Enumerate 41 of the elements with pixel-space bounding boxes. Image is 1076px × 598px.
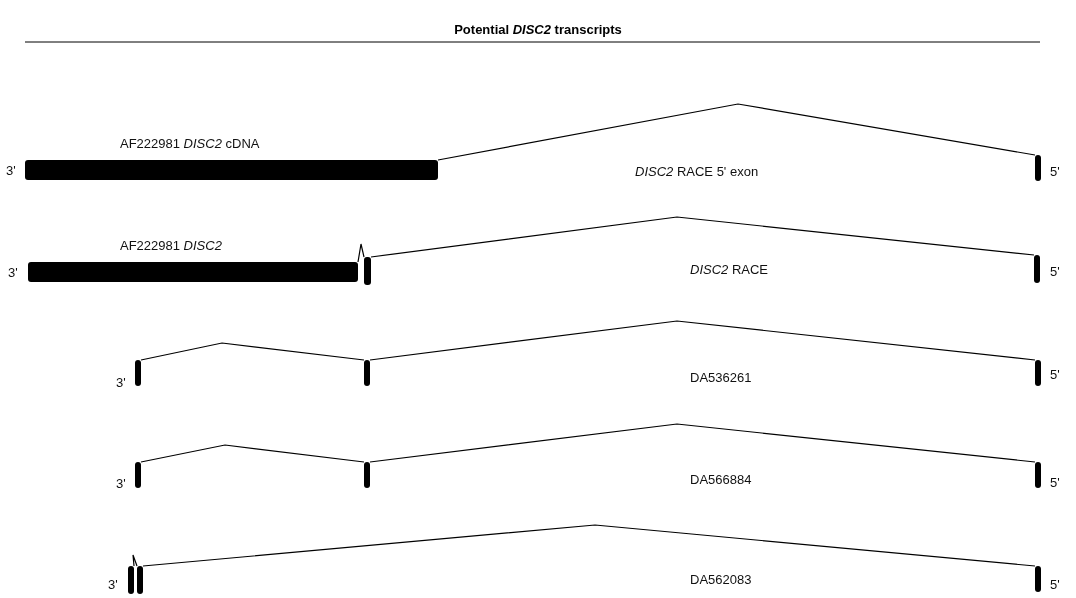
exon-bar [28, 262, 358, 282]
exon-bar [1034, 255, 1040, 283]
transcript-label: 3' [8, 265, 18, 281]
exon-bar [137, 566, 143, 594]
exon-bar [364, 257, 371, 285]
transcript-label: 5' [1050, 164, 1060, 180]
transcript-label: 3' [108, 577, 118, 593]
exon-bar [364, 462, 370, 488]
exon-bar [1035, 360, 1041, 386]
title: Potential DISC2 transcripts [454, 22, 622, 37]
transcript-label: 5' [1050, 475, 1060, 491]
intron-line [140, 444, 365, 463]
exon-bar [135, 360, 141, 386]
intron-line [132, 554, 138, 567]
exon-bar [135, 462, 141, 488]
intron-line [140, 342, 365, 361]
transcript-label: DA562083 [690, 572, 752, 588]
transcript-label: DISC2 RACE 5' exon [635, 164, 759, 180]
transcript-label: 3' [116, 476, 126, 492]
transcript-label: 5' [1050, 577, 1060, 593]
transcript-label: 5' [1050, 367, 1060, 383]
intron-line [369, 423, 1036, 463]
intron-line [142, 524, 1036, 567]
intron-line [370, 216, 1035, 258]
exon-bar [1035, 155, 1041, 181]
intron-line [437, 103, 1036, 161]
transcript-label: DISC2 RACE [690, 262, 769, 278]
transcript-label: 5' [1050, 264, 1060, 280]
transcript-label: DA566884 [690, 472, 752, 488]
transcript-label: 3' [6, 163, 16, 179]
transcript-label: DA536261 [690, 370, 752, 386]
intron-line [357, 243, 365, 263]
transcript-label: AF222981 DISC2 [120, 238, 222, 254]
transcript-label: AF222981 DISC2 cDNA [120, 136, 260, 152]
exon-bar [128, 566, 134, 594]
intron-line [369, 320, 1036, 361]
exon-bar [364, 360, 370, 386]
exon-bar [25, 160, 438, 180]
exon-bar [1035, 462, 1041, 488]
transcript-label: 3' [116, 375, 126, 391]
exon-bar [1035, 566, 1041, 592]
